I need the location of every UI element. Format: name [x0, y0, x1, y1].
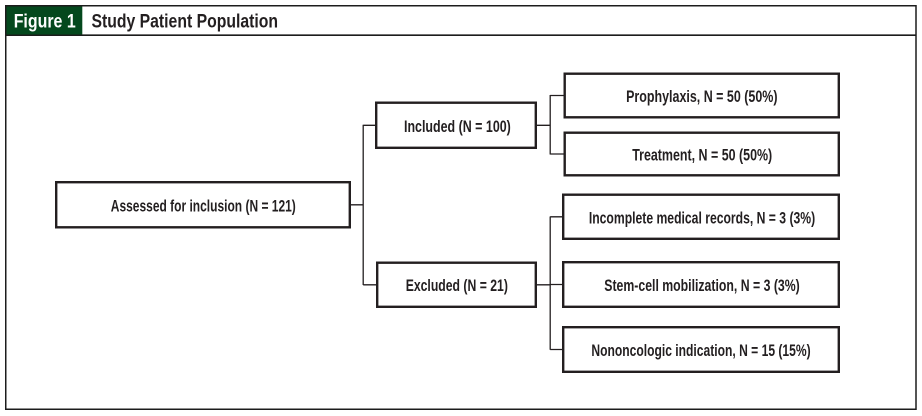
svg-text:Excluded (N = 21): Excluded (N = 21) — [406, 276, 508, 295]
svg-text:Treatment, N = 50 (50%): Treatment, N = 50 (50%) — [632, 146, 772, 165]
svg-text:Stem-cell mobilization, N = 3: Stem-cell mobilization, N = 3 (3%) — [604, 276, 800, 295]
svg-text:Included (N = 100): Included (N = 100) — [404, 117, 511, 136]
svg-text:Assessed for inclusion (N = 12: Assessed for inclusion (N = 121) — [111, 196, 296, 215]
svg-text:Nononcologic indication, N = 1: Nononcologic indication, N = 15 (15%) — [591, 341, 810, 360]
svg-text:Incomplete medical records, N: Incomplete medical records, N = 3 (3%) — [589, 209, 815, 228]
svg-text:Prophylaxis, N = 50 (50%): Prophylaxis, N = 50 (50%) — [626, 87, 777, 106]
svg-text:Figure 1: Figure 1 — [14, 12, 76, 33]
svg-text:Study Patient Population: Study Patient Population — [92, 12, 279, 33]
